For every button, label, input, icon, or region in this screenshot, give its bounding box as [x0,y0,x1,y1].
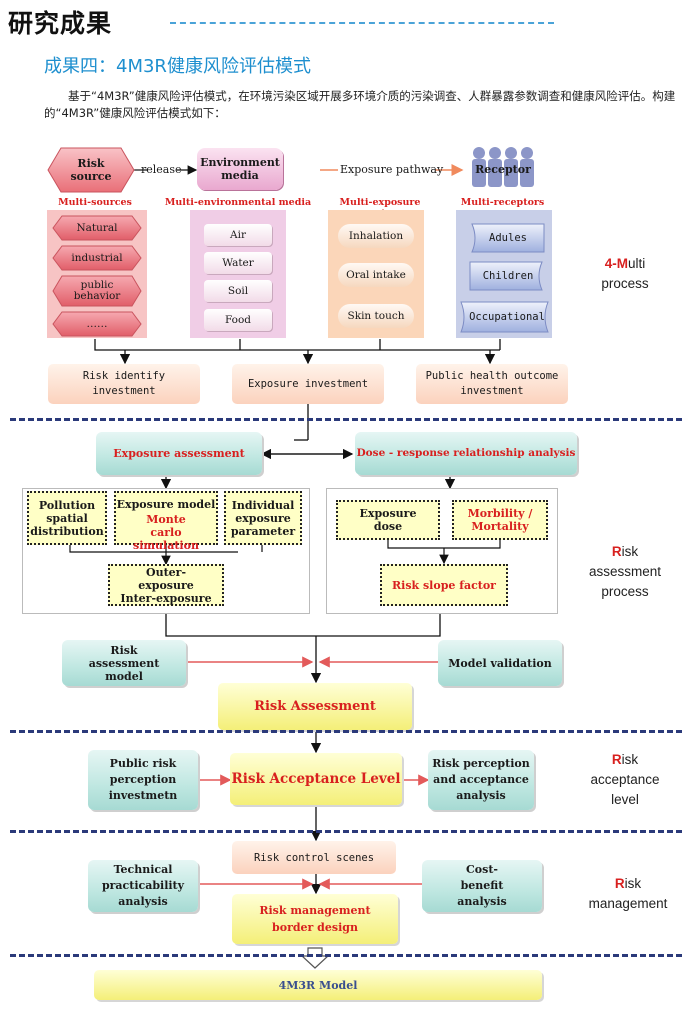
section-subtitle: 成果四：4M3R健康风险评估模式 [44,56,311,77]
route-inhalation: Inhalation [338,224,414,248]
route-oral-intake: Oral intake [338,263,414,287]
exposure-dose-box: Exposure dose [336,500,440,540]
receptor-people-icon [472,147,534,187]
source-industrial: industrial [71,252,123,264]
side-label-4-multi: 4-Multi process [580,254,670,294]
source-ellipsis: …… [86,318,108,330]
environment-media-box: Environment media [197,148,283,190]
outer-inter-exposure-box: Outer-exposure Inter-exposure [108,564,224,606]
exposure-investment: Exposure investment [232,364,384,404]
side-label-rac-first: R [611,752,622,767]
section-separator-3 [10,830,682,833]
receptor-children: Children [482,270,534,282]
side-label-rm-first: R [614,876,625,891]
receptor-adules: Adules [489,232,527,244]
side-label-rm-rest: isk [624,876,642,891]
risk-assessment-result-box: Risk Assessment [218,683,412,730]
risk-slope-factor-box: Risk slope factor [380,564,508,606]
4m3r-model-bar: 4M3R Model [94,970,542,1000]
risk-source-hexagon [47,147,135,193]
media-air: Air [204,224,272,246]
page-title: 研究成果 [8,9,113,38]
title-divider [170,22,554,24]
public-health-outcome-investment: Public health outcome investment [416,364,568,404]
side-label-risk-acceptance: Risk acceptance level [580,750,670,810]
cost-benefit-box: Cost- benefit analysis [422,860,542,912]
side-label-rac-line2: acceptance [590,772,660,787]
receptor-banners [460,223,549,333]
media-soil: Soil [204,280,272,302]
risk-acceptance-level-box: Risk Acceptance Level [230,753,402,805]
dose-response-box: Dose - response relationship analysis [355,432,577,475]
exposure-model-box: Exposure model Monte carlo simulation [114,491,218,552]
risk-identify-investment: Risk identify investment [48,364,200,404]
route-skin-touch: Skin touch [338,304,414,328]
release-label: release [141,163,182,176]
source-public-behavior: public behavior [73,279,121,302]
section-separator-2 [10,730,682,733]
side-label-ra-line2: assessment [588,564,662,579]
pollution-spatial-box: Pollution spatial distribution [27,491,107,545]
side-label-ra-line3: process [601,584,649,599]
dose-response-panel [326,488,558,614]
side-label-rm-line2: management [588,896,668,911]
side-label-4-multi-rest: ulti [627,256,646,271]
side-label-4-multi-first: 4-M [604,256,628,271]
section-separator-1 [10,418,682,421]
technical-practicability-box: Technical practicability analysis [88,860,198,912]
risk-control-scenes-box: Risk control scenes [232,841,396,874]
monte-carlo-label: Monte carlo simulation [133,513,199,552]
model-validation-box: Model validation [438,640,562,686]
risk-management-border-box: Risk management border design [232,894,398,944]
exposure-assessment-box: Exposure assessment [96,432,262,475]
side-label-4-multi-line2: process [601,276,649,291]
col-label-sources: Multi-sources [58,197,132,208]
side-label-rac-line3: level [611,792,639,807]
receptor-label: Receptor [475,162,531,176]
section-separator-4 [10,954,682,957]
intro-paragraph: 基于“4M3R”健康风险评估模式，在环境污染区域开展多环境介质的污染调查、人群暴… [44,89,676,120]
exposure-panel [22,488,310,614]
source-natural: Natural [76,222,118,234]
exposure-pathway-label: Exposure pathway [340,163,444,176]
media-water: Water [204,252,272,274]
sources-hexagons [52,215,142,337]
risk-perception-analysis-box: Risk perception and acceptance analysis [428,750,534,810]
risk-assessment-model-box: Risk assessment model [62,640,186,686]
risk-source-label: Risk source [70,157,112,183]
col-label-media: Multi-environmental media [164,197,312,208]
exposure-model-label: Exposure model [116,498,216,511]
side-label-risk-assessment: Risk assessment process [580,542,670,602]
side-label-rac-rest: isk [621,752,639,767]
side-label-ra-first: R [611,544,622,559]
public-risk-perception-box: Public risk perception investmetn [88,750,198,810]
receptor-occupational: Occupational [469,311,545,323]
side-label-ra-rest: isk [621,544,639,559]
side-label-risk-management: Risk management [576,874,680,914]
col-label-receptors: Multi-receptors [460,197,545,208]
individual-parameter-box: Individual exposure parameter [224,491,302,545]
media-food: Food [204,309,272,331]
morbidity-mortality-box: Morbility / Mortality [452,500,548,540]
